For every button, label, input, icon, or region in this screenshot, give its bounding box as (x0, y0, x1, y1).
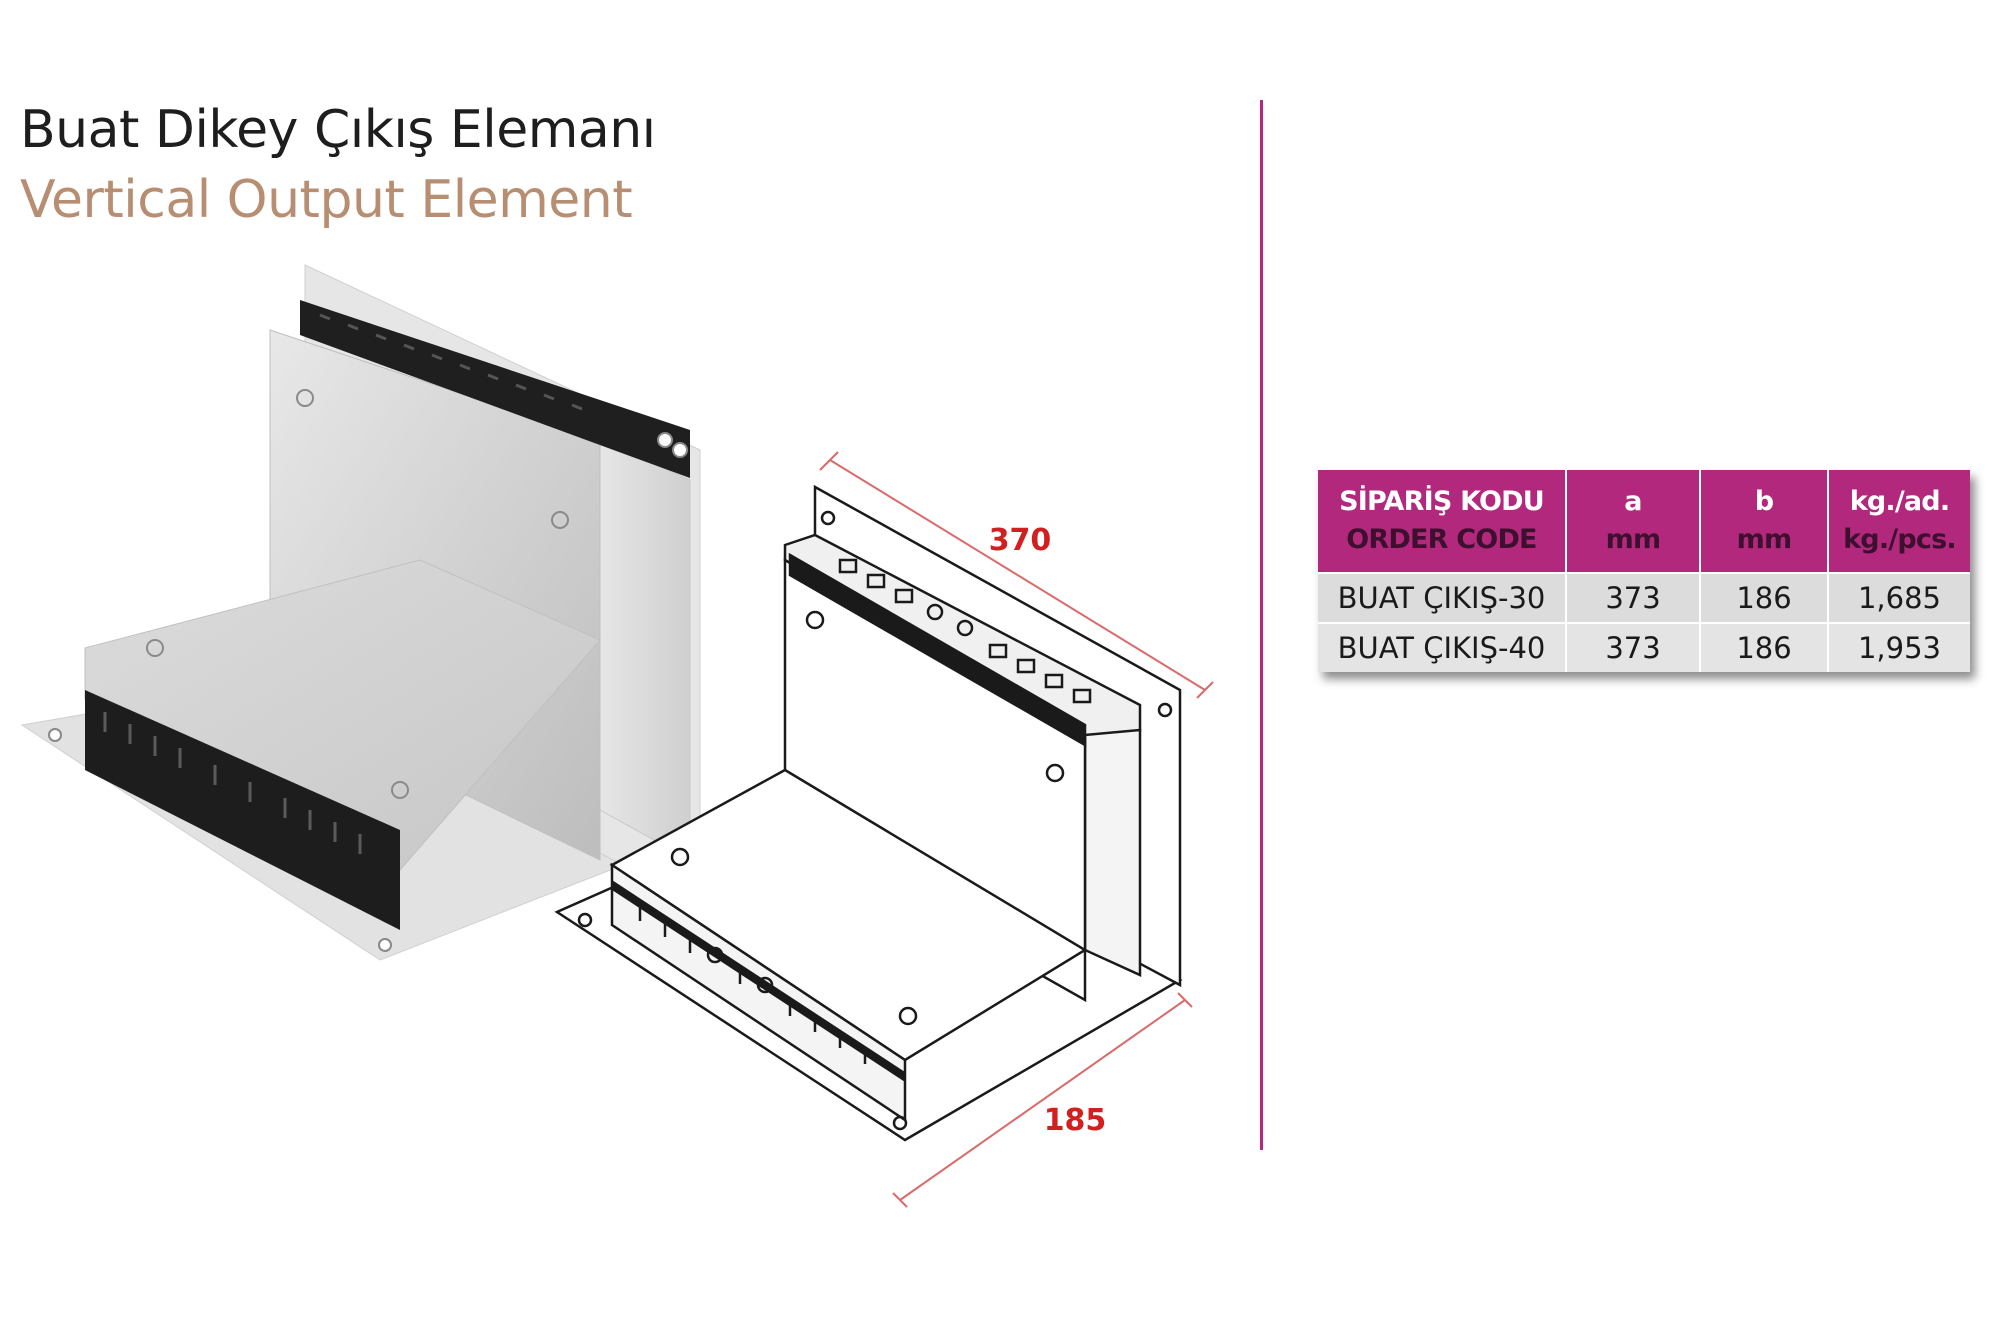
header-b-mm: b mm (1700, 470, 1829, 573)
cell-order-code: BUAT ÇIKIŞ-40 (1318, 622, 1567, 672)
cell-a: 373 (1566, 622, 1701, 672)
vertical-divider (1260, 100, 1263, 1150)
table-row: BUAT ÇIKIŞ-30 373 186 1,685 (1318, 572, 1970, 623)
dimension-width-label: 185 (1044, 1103, 1107, 1138)
cell-b: 186 (1700, 622, 1829, 672)
technical-drawing (554, 484, 1183, 1142)
title-english: Vertical Output Element (20, 170, 633, 230)
table-row: BUAT ÇIKIŞ-40 373 186 1,953 (1318, 622, 1970, 672)
product-photo (20, 264, 702, 961)
drawing-details (577, 510, 1173, 1131)
header-a-mm: a mm (1566, 470, 1701, 573)
title-turkish: Buat Dikey Çıkış Elemanı (20, 100, 656, 160)
dimension-length-label: 370 (989, 523, 1052, 558)
header-weight: kg./ad. kg./pcs. (1828, 470, 1970, 573)
order-table-container: SİPARİŞ KODU ORDER CODE a mm b mm kg./ad… (1318, 470, 1970, 672)
table-header-row: SİPARİŞ KODU ORDER CODE a mm b mm kg./ad… (1318, 470, 1970, 573)
header-order-code: SİPARİŞ KODU ORDER CODE (1318, 470, 1567, 573)
cell-b: 186 (1700, 572, 1829, 623)
dimension-lines (819, 451, 1214, 1208)
cell-a: 373 (1566, 572, 1701, 623)
cell-order-code: BUAT ÇIKIŞ-30 (1318, 572, 1567, 623)
cell-weight: 1,685 (1828, 572, 1970, 623)
cell-weight: 1,953 (1828, 622, 1970, 672)
order-table: SİPARİŞ KODU ORDER CODE a mm b mm kg./ad… (1318, 470, 1970, 672)
